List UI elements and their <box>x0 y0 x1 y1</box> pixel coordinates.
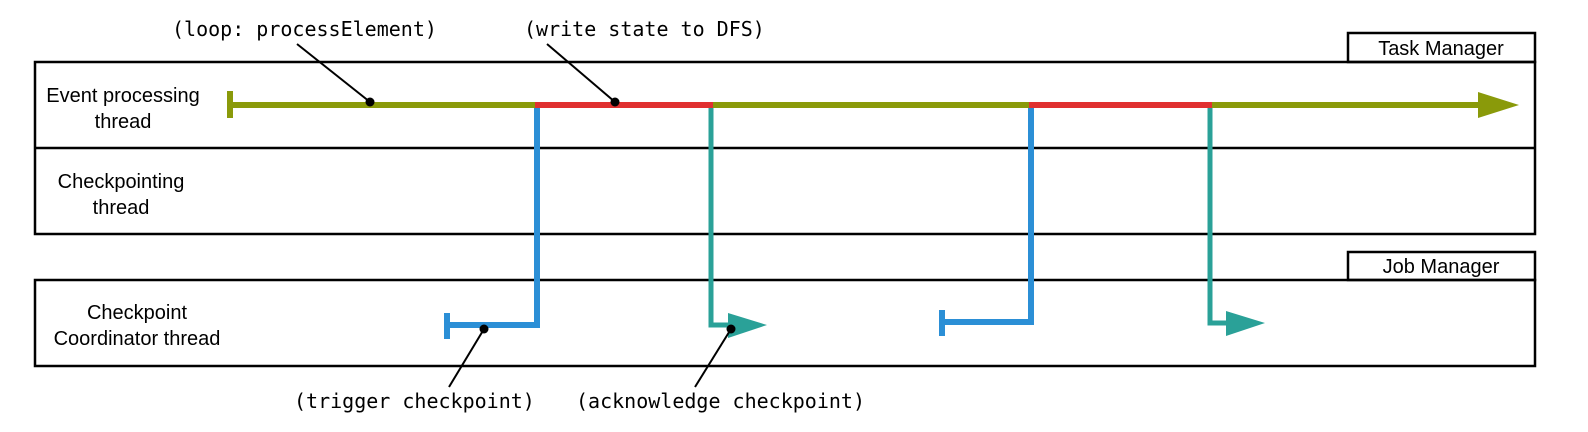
acknowledge-path-1 <box>708 104 742 328</box>
job-manager-label: Job Manager <box>1383 256 1500 278</box>
coordinator-label-line1: Checkpoint <box>87 302 188 324</box>
trigger-path-1 <box>447 104 540 328</box>
event-processing-label-line2: thread <box>95 111 152 133</box>
trigger-annotation: (trigger checkpoint) <box>294 389 535 413</box>
checkpointing-label-line1: Checkpointing <box>58 171 185 193</box>
trigger-dot <box>479 324 489 334</box>
acknowledge-path-2 <box>1207 104 1240 326</box>
trigger-path-2 <box>942 104 1034 325</box>
write-state-dot <box>610 97 620 107</box>
job-manager-tab <box>1346 250 1537 282</box>
write-state-leader <box>546 43 616 103</box>
acknowledge-leader <box>694 328 732 388</box>
trigger-paths <box>444 104 1034 339</box>
trigger-leader <box>448 328 485 388</box>
job-manager-box <box>33 278 1537 368</box>
event-processing-label-line1: Event processing <box>46 85 199 107</box>
task-manager-label: Task Manager <box>1378 38 1504 60</box>
acknowledge-paths <box>708 104 1240 328</box>
task-manager-tab <box>1346 31 1537 64</box>
write-state-annotation: (write state to DFS) <box>524 17 765 41</box>
acknowledge-dot <box>726 324 736 334</box>
checkpointing-label-line2: thread <box>93 197 150 219</box>
event-timeline <box>227 91 1485 118</box>
loop-leader <box>296 43 371 103</box>
acknowledge-annotation: (acknowledge checkpoint) <box>576 389 865 413</box>
acknowledge-arrowhead-2 <box>1226 311 1265 336</box>
acknowledge-arrowhead-1 <box>728 313 767 338</box>
loop-dot <box>365 97 375 107</box>
timeline-arrowhead <box>1478 92 1519 118</box>
annotation-leaders <box>296 43 732 388</box>
loop-annotation: (loop: processElement) <box>172 17 437 41</box>
coordinator-label-line2: Coordinator thread <box>54 328 221 350</box>
